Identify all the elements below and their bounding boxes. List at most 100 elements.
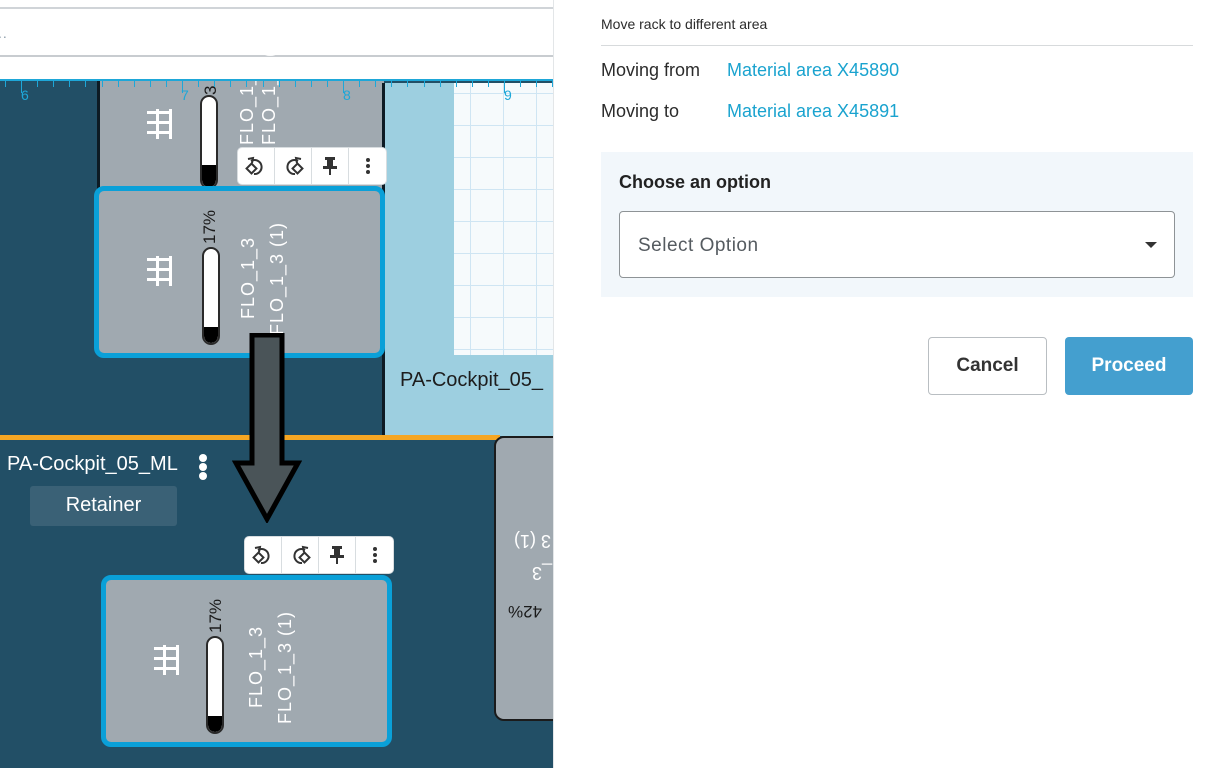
ruler-tick: [134, 81, 135, 87]
rack-name-line2: FLO_1_3 (: [259, 49, 279, 145]
ruler-label: 8: [343, 87, 351, 103]
more-vertical-icon: [372, 547, 377, 563]
ruler-tick: [214, 81, 215, 87]
dot: [199, 472, 207, 480]
ruler-tick: [85, 81, 86, 87]
ruler-tick: [166, 81, 167, 87]
ruler-tick: [246, 81, 247, 87]
moving-to-link[interactable]: Material area X45891: [727, 101, 900, 121]
rack-source[interactable]: 17% FLO_1_3 FLO_1_3 (1): [94, 186, 385, 358]
ruler-tick: [118, 81, 119, 87]
cancel-button[interactable]: Cancel: [928, 337, 1047, 395]
ruler-tick: [102, 81, 103, 87]
rotate-right-icon: [293, 545, 311, 564]
moving-from-link[interactable]: Material area X45890: [727, 60, 900, 80]
more-vertical-icon: [199, 454, 207, 462]
more-options-button[interactable]: [349, 148, 386, 184]
moving-from-label: Moving from: [601, 60, 701, 80]
ruler-tick: [424, 81, 425, 87]
rack-target[interactable]: 17% FLO_1_3 FLO_1_3 (1): [101, 575, 392, 747]
fill-level: [208, 716, 222, 732]
ruler-tick: [263, 81, 264, 87]
ruler-tick: [37, 81, 38, 87]
panel-divider: [553, 0, 554, 768]
rotate-left-button[interactable]: [245, 537, 282, 573]
option-select[interactable]: Select Option: [619, 211, 1175, 278]
grid-area: [454, 83, 553, 355]
ruler-tick: [198, 81, 199, 87]
option-label: Choose an option: [619, 172, 771, 192]
layout-canvas[interactable]: .. PA-Cockpit_05_ 3 FLO_1_3 FLO_1_3 ( 6 …: [0, 0, 553, 768]
ruler-label: 9: [504, 87, 512, 103]
fill-percent: 17%: [206, 598, 225, 633]
fill-level-bar: [202, 247, 220, 345]
ruler-tick: [182, 81, 183, 93]
rack-name-line2: FLO_1_3 (1): [267, 221, 287, 335]
option-panel: Choose an option Select Option: [601, 152, 1193, 297]
ruler-tick: [21, 81, 22, 93]
area-right-name: PA-Cockpit_05_: [400, 369, 544, 391]
rack-name-line2: FLO_1_3 (1): [275, 610, 295, 724]
move-rack-dialog: Move rack to different area Moving from …: [554, 0, 1205, 768]
retainer-badge: Retainer: [30, 486, 177, 526]
ruler-tick: [407, 81, 408, 87]
ruler-tick: [311, 81, 312, 87]
search-input[interactable]: ..: [0, 9, 553, 57]
ruler-tick: [53, 81, 54, 87]
ruler-tick: [327, 81, 328, 87]
move-arrow-icon: [232, 333, 302, 523]
rack-name-line1: FLO_1_3: [246, 625, 266, 708]
caret-down-icon: [1145, 242, 1157, 248]
area-title: PA-Cockpit_05_ML: [7, 453, 178, 475]
ruler-tick: [359, 81, 360, 87]
rack-toolbar: [238, 148, 386, 184]
top-divider: [0, 7, 553, 9]
area-more-button[interactable]: [199, 454, 209, 480]
fill-percent: 42%: [508, 602, 543, 621]
fill-percent: 3: [201, 85, 220, 95]
ruler-tick: [504, 81, 505, 93]
ruler-tick: [375, 81, 376, 87]
pin-button[interactable]: [312, 148, 349, 184]
ruler-tick: [552, 81, 553, 87]
ruler-tick: [230, 81, 231, 87]
rotate-right-button[interactable]: [282, 537, 319, 573]
ruler-tick: [5, 81, 6, 87]
ruler-tick: [536, 81, 537, 87]
search-input-value: ..: [0, 25, 8, 41]
rotate-left-button[interactable]: [238, 148, 275, 184]
ruler-tick: [440, 81, 441, 87]
pin-icon: [330, 546, 344, 564]
rack-name-line2: 3 (1): [514, 531, 552, 551]
ruler-label: 6: [21, 87, 29, 103]
rack-name-line1: FLO_1_3: [238, 236, 258, 319]
ruler-tick: [391, 81, 392, 87]
rotate-left-icon: [252, 545, 270, 564]
ruler-tick: [69, 81, 70, 87]
proceed-button[interactable]: Proceed: [1065, 337, 1193, 395]
fill-level-bar: [200, 95, 218, 189]
ruler-tick: [295, 81, 296, 87]
ruler-tick: [488, 81, 489, 87]
pin-button[interactable]: [319, 537, 356, 573]
rack-name-line1: FLO_1_3: [237, 62, 257, 145]
dialog-divider: [601, 45, 1193, 46]
ruler-tick: [456, 81, 457, 87]
pin-icon: [323, 157, 337, 175]
rack-name-line1: _3: [532, 563, 553, 583]
ruler-tick: [279, 81, 280, 87]
rotate-right-icon: [286, 156, 304, 175]
rotate-right-button[interactable]: [275, 148, 312, 184]
rotate-left-icon: [245, 156, 263, 175]
fill-level-bar: [206, 636, 224, 734]
more-vertical-icon: [365, 158, 370, 174]
fill-level: [204, 327, 218, 343]
ruler-tick: [150, 81, 151, 87]
more-options-button[interactable]: [356, 537, 393, 573]
ruler-tick: [343, 81, 344, 93]
rack-icon: [154, 645, 179, 675]
fill-percent: 17%: [200, 209, 219, 244]
rack-icon: [147, 109, 172, 139]
rack-neighbor[interactable]: 3 (1) _3 42%: [494, 436, 553, 721]
fill-level: [202, 164, 216, 187]
